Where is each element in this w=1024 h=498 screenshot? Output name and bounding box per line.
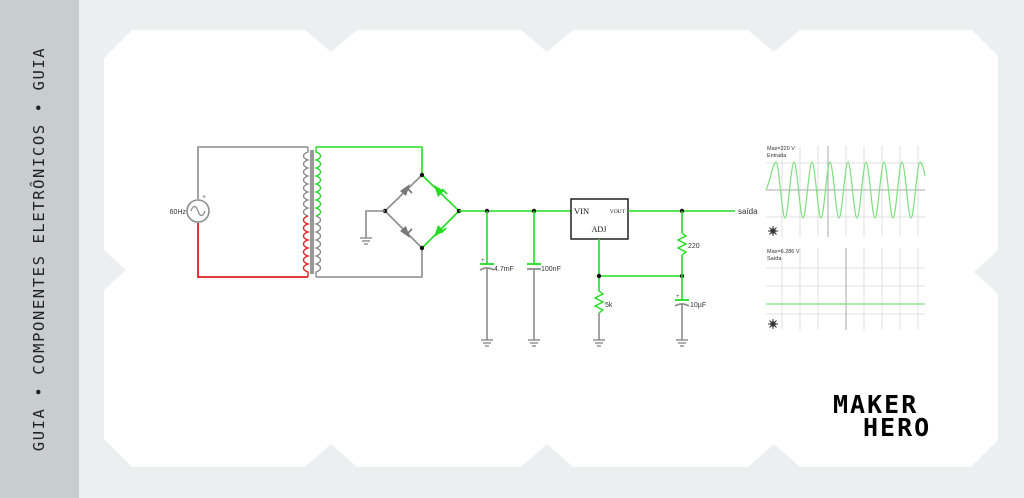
regulator-vout: VOUT (610, 209, 626, 215)
ground-bridge (360, 210, 385, 245)
cap3-label: 10µF (690, 302, 706, 309)
scope-output-max: Max=6.286 V (767, 249, 800, 255)
gear-icon[interactable] (768, 226, 778, 236)
output-label: saída (738, 207, 758, 216)
cap1-label: 4.7mF (494, 266, 514, 273)
logo-line2: HERO (863, 413, 932, 442)
makerhero-logo: MAKER HERO (833, 390, 958, 442)
r2-label: 220 (688, 243, 700, 250)
scope-input-max: Max=220 V (767, 146, 795, 152)
logo-line1: MAKER (833, 390, 919, 419)
ac-source: + 60Hz (170, 146, 308, 278)
source-label: 60Hz (170, 209, 187, 216)
svg-text:+: + (481, 258, 485, 264)
svg-text:+: + (202, 194, 206, 201)
svg-text:+: + (676, 294, 680, 300)
scope-input: Max=220 V Entrada (765, 146, 926, 237)
capacitor-c1: + 4.7mF (479, 211, 514, 347)
r1-label: 5k (605, 302, 613, 309)
regulator-adj: ADJ (592, 225, 607, 234)
transformer (302, 147, 322, 277)
cap2-label: 100nF (541, 266, 561, 273)
scope-input-name: Entrada (767, 153, 787, 159)
resistor-r2: 220 (676, 211, 700, 276)
scope-output-name: Saída (767, 256, 782, 262)
bridge-rectifier (382, 172, 462, 251)
regulator-vin: VIN (574, 206, 589, 216)
capacitor-c2: 100nF (527, 211, 561, 347)
scope-output: Max=6.286 V Saída (766, 248, 925, 330)
sidebar: GUIA • COMPONENTES ELETRÔNICOS • GUIA (0, 0, 79, 498)
resistor-r1: 5k (593, 290, 613, 347)
capacitor-c3: + 10µF (674, 276, 706, 347)
voltage-regulator: VIN VOUT ADJ (570, 198, 629, 240)
gear-icon[interactable] (768, 319, 778, 329)
